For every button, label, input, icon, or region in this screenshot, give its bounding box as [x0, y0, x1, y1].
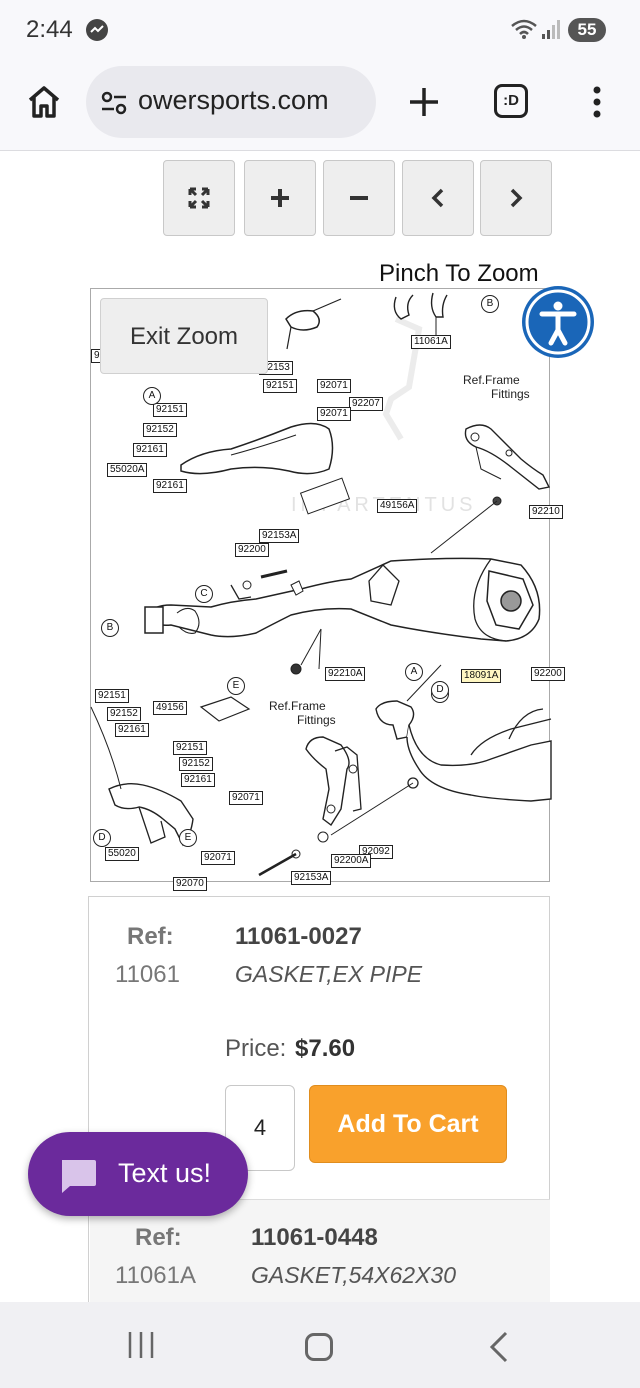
part-callout-label[interactable]: 92153A [259, 529, 300, 543]
callout-letter: A [405, 663, 423, 681]
chevron-right-icon [510, 188, 523, 208]
status-bar: 2:44 55 [0, 0, 640, 62]
exit-zoom-button[interactable]: Exit Zoom [100, 298, 268, 374]
callout-letter: D [431, 681, 449, 699]
parts-diagram[interactable]: IMPARTENTUS [90, 288, 565, 891]
part-callout-label[interactable]: 92161 [115, 723, 149, 737]
part-callout-label[interactable]: 92200A [331, 854, 372, 868]
part-callout-label[interactable]: 92071 [201, 851, 235, 865]
part-callout-label[interactable]: 92071 [317, 379, 351, 393]
ref-code: 11061 [115, 961, 180, 988]
zoom-out-button[interactable] [323, 160, 395, 236]
recent-apps-icon[interactable] [126, 1330, 156, 1360]
part-number[interactable]: 11061-0027 [235, 923, 362, 950]
accessibility-button[interactable] [522, 286, 594, 358]
callout-letter: A [143, 387, 161, 405]
browser-toolbar: owersports.com :D [0, 62, 640, 151]
ref-code: 11061A [115, 1262, 196, 1289]
site-settings-icon[interactable] [100, 90, 128, 116]
part-callout-label[interactable]: 55020A [107, 463, 148, 477]
part-callout-label[interactable]: 92151 [153, 403, 187, 417]
next-button[interactable] [480, 160, 552, 236]
chevron-left-icon [431, 188, 444, 208]
wifi-icon [511, 19, 537, 39]
system-nav-bar [0, 1302, 640, 1388]
part-callout-label[interactable]: 92161 [181, 773, 215, 787]
text-us-button[interactable]: Text us! [28, 1132, 248, 1216]
signal-icon [542, 20, 560, 39]
part-description: GASKET,54X62X30 [251, 1262, 457, 1288]
battery-indicator: 55 [568, 18, 606, 42]
part-callout-label[interactable]: 92151 [95, 689, 129, 703]
callout-letter: E [179, 829, 197, 847]
text-us-label: Text us! [118, 1158, 212, 1188]
part-callout-label[interactable]: 92200 [531, 667, 565, 681]
part-callout-label[interactable]: 92152 [179, 757, 213, 771]
diagram-annotation: Fittings [491, 387, 530, 401]
product-list: Ref: 11061 11061-0027 GASKET,EX PIPE Pri… [88, 896, 550, 1310]
new-tab-icon[interactable] [404, 82, 444, 122]
price-value: $7.60 [295, 1035, 356, 1062]
expand-icon [188, 187, 210, 209]
callout-letter: B [101, 619, 119, 637]
part-callout-label[interactable]: 92153A [291, 871, 332, 885]
exhaust-diagram-drawing: IMPARTENTUS [90, 292, 552, 877]
part-callout-label[interactable]: 11061A [411, 335, 451, 349]
part-callout-label[interactable]: 18091A [461, 669, 502, 683]
more-menu-icon[interactable] [586, 82, 608, 122]
messenger-icon [86, 19, 108, 41]
pinch-to-zoom-label: Pinch To Zoom [379, 260, 539, 287]
status-time: 2:44 [26, 16, 73, 43]
url-bar[interactable]: owersports.com [86, 66, 376, 138]
part-callout-label[interactable]: 92207 [349, 397, 383, 411]
part-number[interactable]: 11061-0448 [251, 1224, 378, 1251]
fullscreen-button[interactable] [163, 160, 235, 236]
add-to-cart-button[interactable]: Add To Cart [309, 1085, 507, 1163]
accessibility-icon [525, 289, 591, 355]
price-label: Price: [225, 1035, 287, 1062]
home-icon[interactable] [24, 82, 64, 122]
part-callout-label[interactable]: 92151 [173, 741, 207, 755]
back-icon[interactable] [488, 1331, 510, 1363]
part-callout-label[interactable]: 49156 [153, 701, 187, 715]
diagram-annotation: Ref.Frame [269, 699, 326, 713]
plus-icon [271, 189, 289, 207]
part-callout-label[interactable]: 92071 [317, 407, 351, 421]
part-callout-label[interactable]: 92161 [153, 479, 187, 493]
zoom-in-button[interactable] [244, 160, 316, 236]
part-callout-label[interactable]: 92161 [133, 443, 167, 457]
ref-label: Ref: [127, 923, 174, 950]
diagram-annotation: Ref.Frame [463, 373, 520, 387]
part-callout-label[interactable]: 92200 [235, 543, 269, 557]
part-callout-label[interactable]: 92210A [325, 667, 366, 681]
callout-letter: D [93, 829, 111, 847]
part-callout-label[interactable]: 92070 [173, 877, 207, 891]
minus-icon [350, 196, 368, 200]
ref-label: Ref: [135, 1224, 182, 1251]
part-callout-label[interactable]: 92151 [263, 379, 297, 393]
callout-letter: B [481, 295, 499, 313]
part-callout-label[interactable]: 49156A [377, 499, 418, 513]
callout-letter: C [195, 585, 213, 603]
tab-switcher-button[interactable]: :D [494, 84, 528, 118]
part-callout-label[interactable]: 92152 [107, 707, 141, 721]
url-text: owersports.com [138, 85, 329, 115]
part-description: GASKET,EX PIPE [235, 961, 423, 987]
part-callout-label[interactable]: 92071 [229, 791, 263, 805]
part-callout-label[interactable]: 92152 [143, 423, 177, 437]
home-nav-button[interactable] [305, 1333, 333, 1361]
diagram-annotation: Fittings [297, 713, 336, 727]
part-callout-label[interactable]: 92210 [529, 505, 563, 519]
part-callout-label[interactable]: 55020 [105, 847, 139, 861]
chat-bubble-icon [62, 1160, 96, 1193]
previous-button[interactable] [402, 160, 474, 236]
callout-letter: E [227, 677, 245, 695]
product-row: Ref: 11061A 11061-0448 GASKET,54X62X30 [90, 1199, 550, 1310]
